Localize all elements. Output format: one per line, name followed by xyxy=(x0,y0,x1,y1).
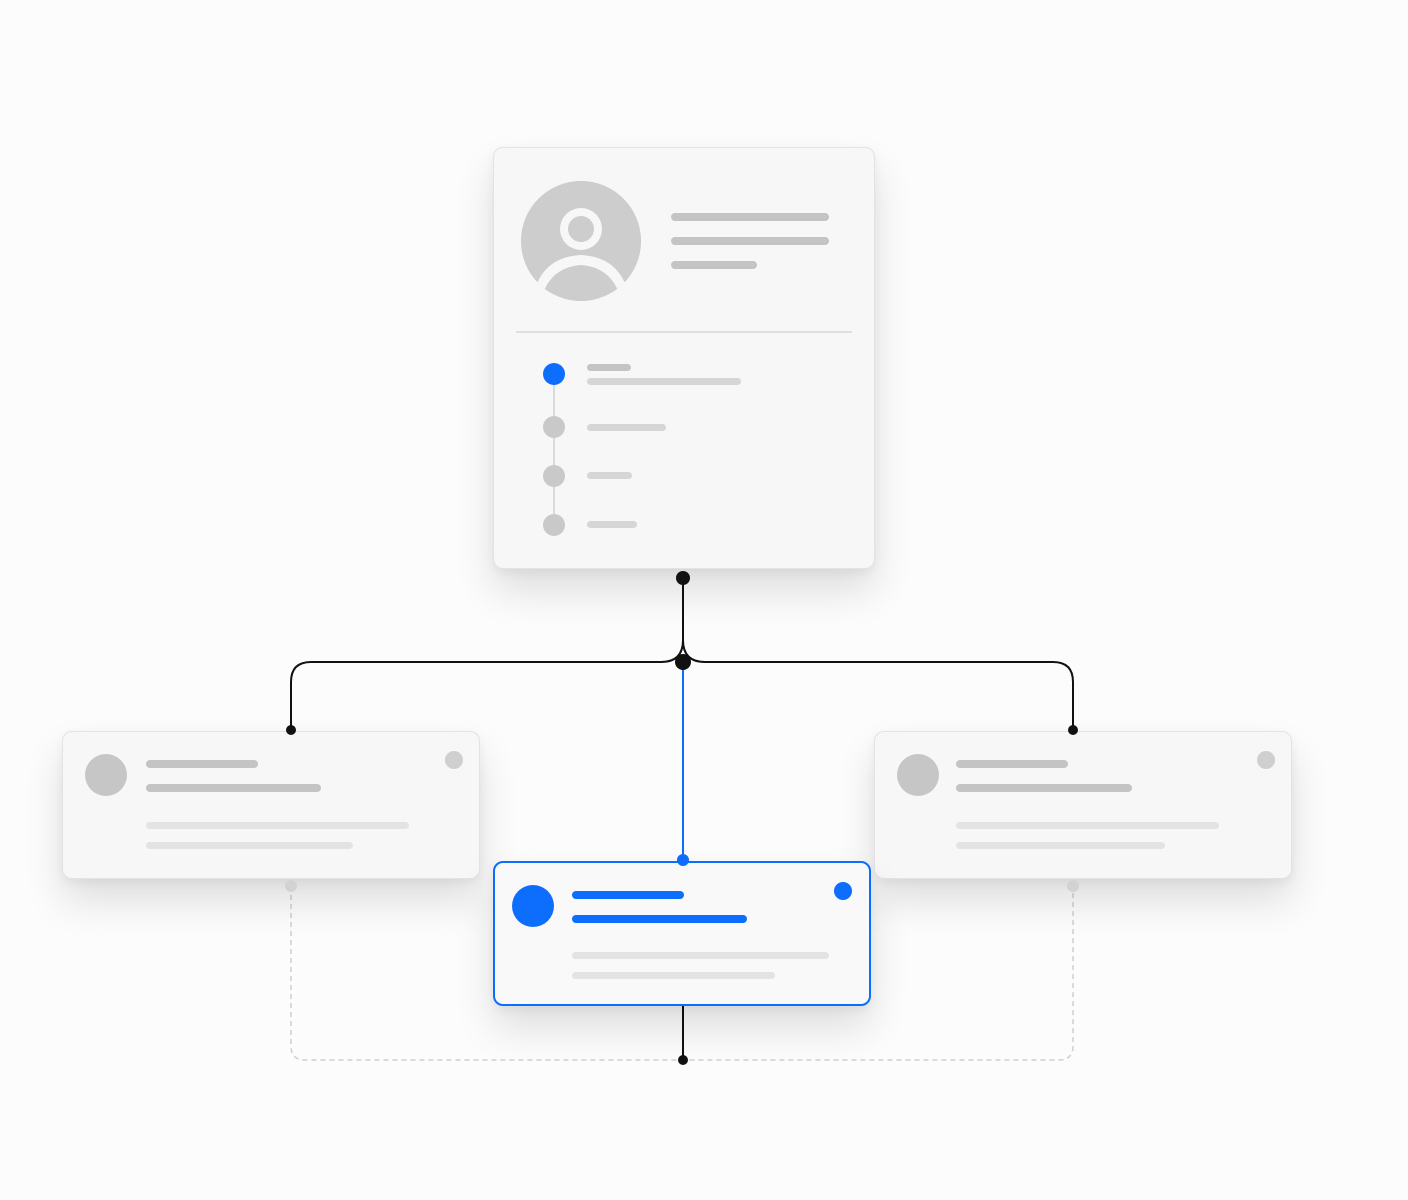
step-dot[interactable] xyxy=(543,416,565,438)
link-root-left xyxy=(290,578,684,730)
name-placeholder xyxy=(956,760,1068,768)
status-dot[interactable] xyxy=(1257,751,1275,769)
child-card-left[interactable] xyxy=(62,731,480,879)
step-label-placeholder xyxy=(587,364,631,371)
user-icon xyxy=(521,181,641,301)
profile-card[interactable] xyxy=(493,147,875,569)
step-dot[interactable] xyxy=(543,514,565,536)
link-root-right xyxy=(682,639,1074,730)
child-card-right[interactable] xyxy=(874,731,1292,879)
title-placeholder xyxy=(956,784,1132,792)
name-placeholder xyxy=(671,213,829,221)
detail-placeholder xyxy=(956,842,1165,849)
selected-dot[interactable] xyxy=(834,882,852,900)
title-placeholder xyxy=(671,237,829,245)
name-placeholder xyxy=(572,891,684,899)
subtitle-placeholder xyxy=(671,261,757,269)
detail-placeholder xyxy=(572,972,775,979)
step-dot[interactable] xyxy=(543,465,565,487)
child-card-selected[interactable] xyxy=(493,861,871,1006)
avatar xyxy=(512,885,554,927)
title-placeholder xyxy=(572,915,747,923)
step-label-placeholder xyxy=(587,424,666,431)
status-dot[interactable] xyxy=(445,751,463,769)
step-label-placeholder xyxy=(587,521,637,528)
avatar xyxy=(85,754,127,796)
detail-placeholder xyxy=(146,822,409,829)
step-label-placeholder xyxy=(587,472,632,479)
title-placeholder xyxy=(146,784,321,792)
divider xyxy=(516,331,852,333)
step-detail-placeholder xyxy=(587,378,741,385)
avatar xyxy=(897,754,939,796)
step-dot-active[interactable] xyxy=(543,363,565,385)
name-placeholder xyxy=(146,760,258,768)
detail-placeholder xyxy=(146,842,353,849)
steps-track xyxy=(553,376,555,526)
detail-placeholder xyxy=(956,822,1219,829)
detail-placeholder xyxy=(572,952,829,959)
